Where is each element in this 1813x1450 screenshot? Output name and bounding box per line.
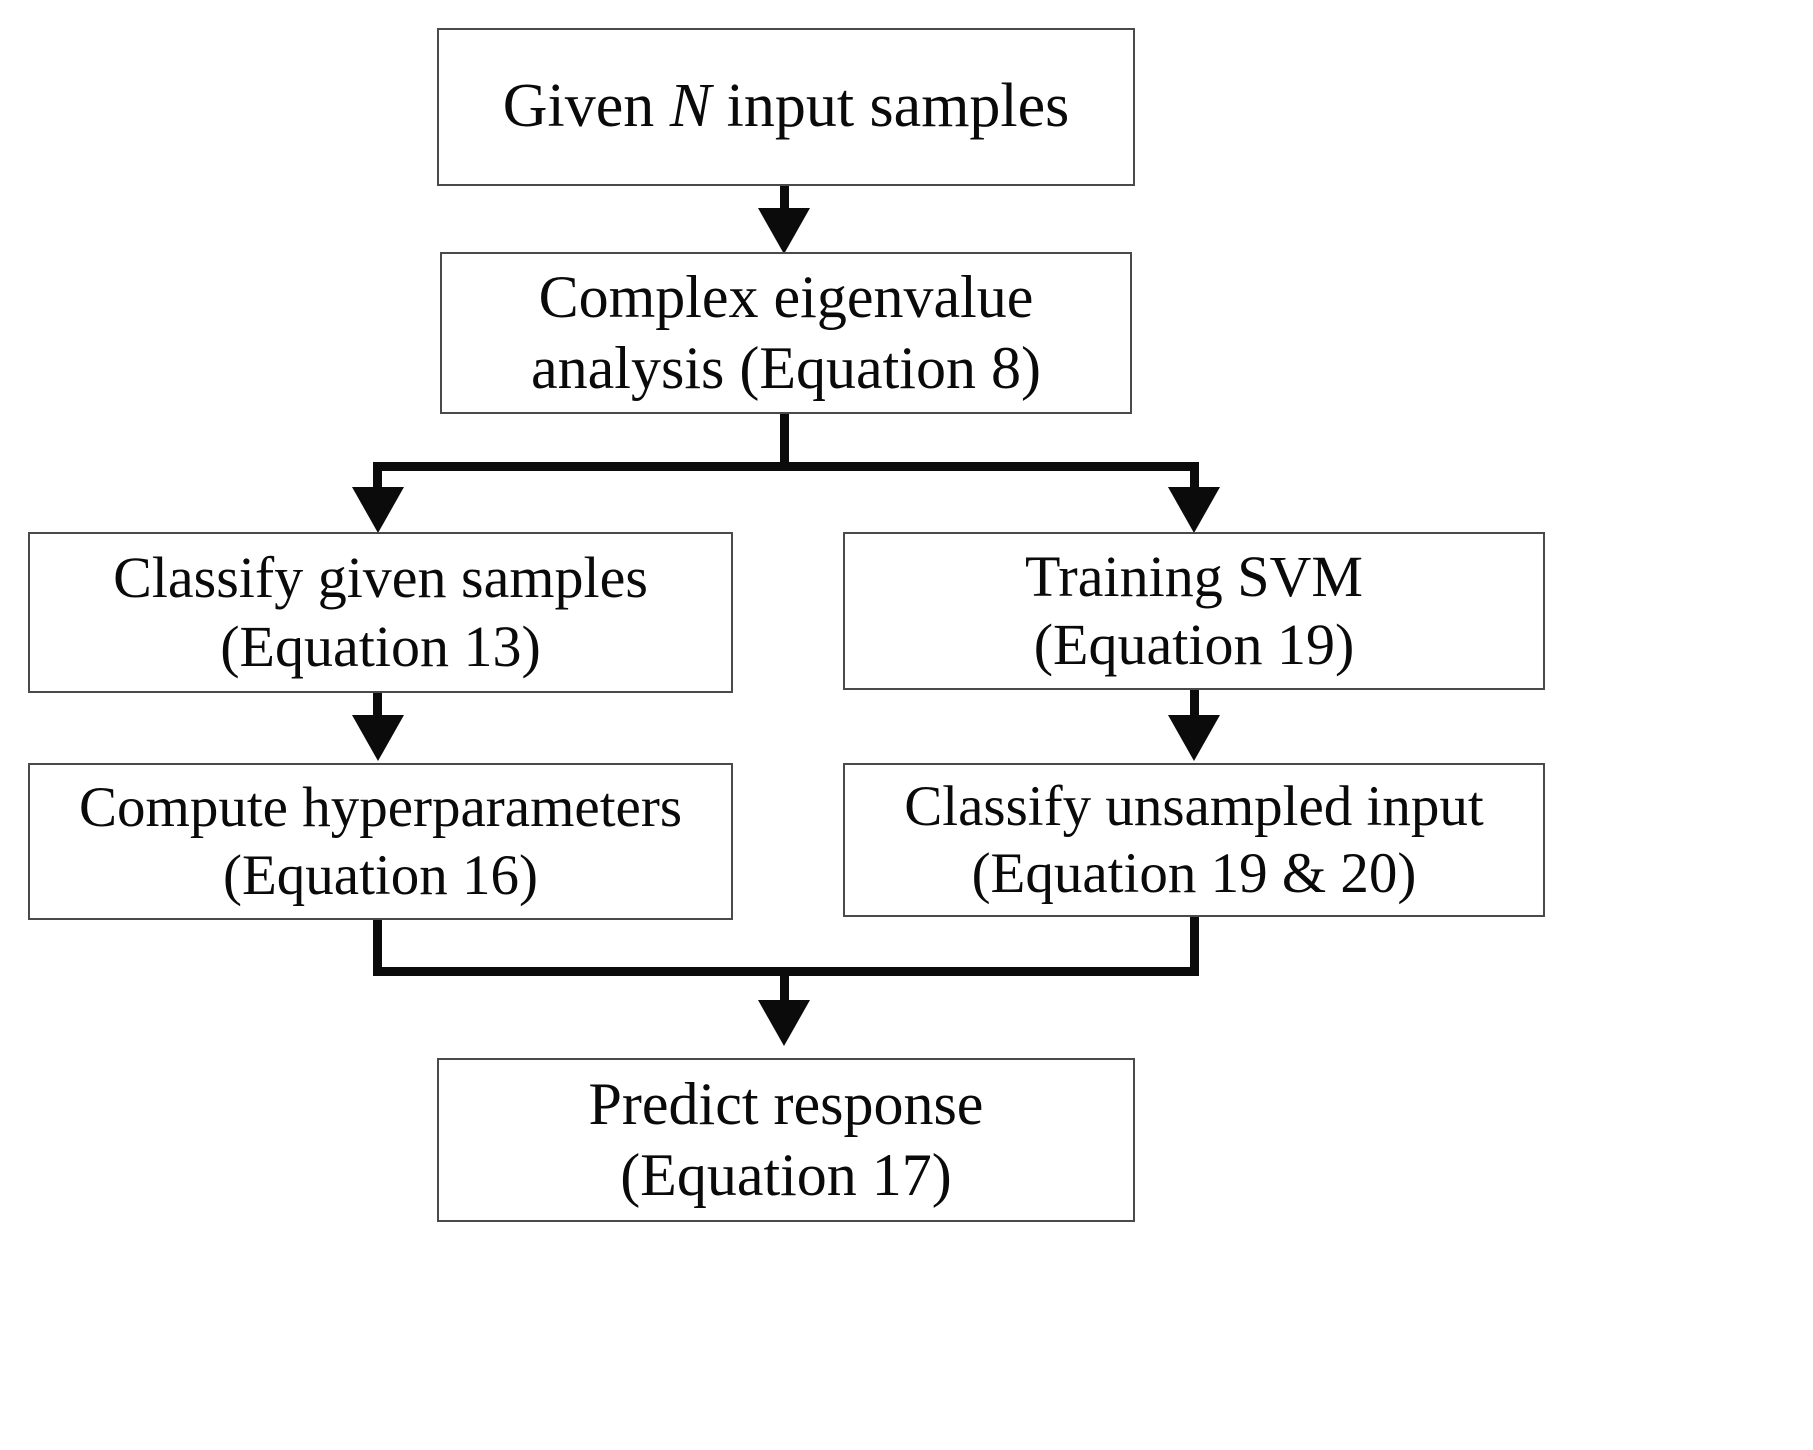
node-label-line-2: analysis (Equation 8)	[531, 335, 1041, 401]
node-label-line-2: (Equation 13)	[220, 613, 541, 679]
node-compute-hyperparameters[interactable]: Compute hyperparameters (Equation 16)	[28, 763, 733, 920]
node-training-svm[interactable]: Training SVM (Equation 19)	[843, 532, 1545, 690]
arrowhead-eigen-to-training	[1168, 487, 1220, 533]
node-classify-unsampled-input[interactable]: Classify unsampled input (Equation 19 & …	[843, 763, 1545, 917]
arrowhead-classify-to-hyper	[352, 715, 404, 761]
node-label-line-1: Given N input samples	[502, 72, 1070, 141]
italic-n: N	[669, 72, 712, 141]
arrowhead-merge-to-predict	[758, 1000, 810, 1046]
node-given-n-input-samples[interactable]: Given N input samples	[437, 28, 1135, 186]
arrowhead-eigen-to-classify	[352, 487, 404, 533]
node-complex-eigenvalue-analysis[interactable]: Complex eigenvalue analysis (Equation 8)	[440, 252, 1132, 414]
node-label-line-2: (Equation 19)	[1033, 612, 1355, 677]
connector-eigen-split-stem	[780, 414, 789, 469]
connector-input-to-eigen-stem	[780, 186, 789, 219]
node-label-line-2: (Equation 19 & 20)	[971, 842, 1417, 905]
connector-eigen-to-training-drop	[1190, 462, 1199, 510]
arrowhead-input-to-eigen	[758, 208, 810, 254]
connector-eigen-to-classify-drop	[373, 462, 382, 510]
arrowhead-training-to-unsampled	[1168, 715, 1220, 761]
node-label-line-2: (Equation 17)	[620, 1142, 952, 1208]
node-label-line-1: Training SVM	[1025, 543, 1363, 609]
connector-hyper-merge-drop	[373, 920, 382, 975]
node-label-line-1: Predict response	[588, 1071, 984, 1138]
node-label-line-1: Classify unsampled input	[904, 774, 1484, 838]
connector-unsampled-merge-drop	[1190, 917, 1199, 975]
node-label-line-1: Compute hyperparameters	[78, 776, 683, 840]
connector-merge-to-predict-stem	[780, 967, 789, 1019]
connector-eigen-split-bus	[373, 462, 1199, 471]
connector-classify-to-hyper-stem	[373, 693, 382, 725]
node-label-line-1: Classify given samples	[113, 545, 648, 611]
node-predict-response[interactable]: Predict response (Equation 17)	[437, 1058, 1135, 1222]
node-classify-given-samples[interactable]: Classify given samples (Equation 13)	[28, 532, 733, 693]
node-label-line-2: (Equation 16)	[222, 843, 538, 907]
connector-training-to-unsampled-stem	[1190, 690, 1199, 725]
node-label-line-1: Complex eigenvalue	[538, 264, 1034, 331]
